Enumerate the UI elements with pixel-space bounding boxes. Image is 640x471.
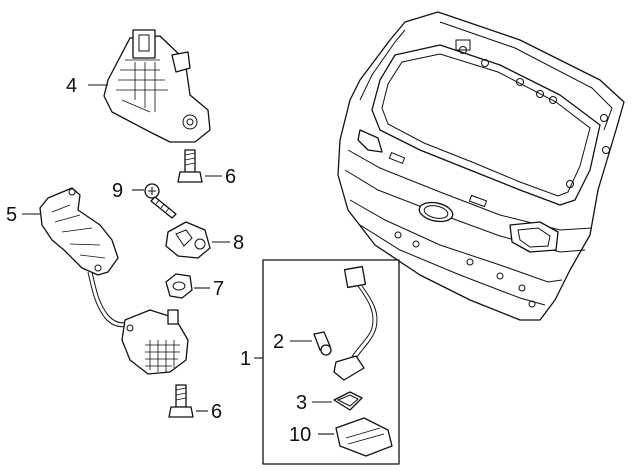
callout-3: 3 <box>296 392 307 414</box>
callout-7: 7 <box>213 278 224 300</box>
part-9-screw <box>144 183 177 219</box>
part-5-latch-assembly <box>39 187 189 375</box>
leader-lines <box>22 84 334 435</box>
part-7-nut <box>165 273 193 299</box>
callout-6-upper: 6 <box>225 166 236 188</box>
callout-6-lower: 6 <box>211 401 222 423</box>
part-6-bolt-lower <box>168 384 194 418</box>
part-8-bumper <box>165 221 211 259</box>
callout-9: 9 <box>112 180 123 202</box>
callout-5: 5 <box>6 204 17 226</box>
part-1-license-lamp-box <box>262 259 400 465</box>
callout-10: 10 <box>289 424 311 446</box>
callout-8: 8 <box>233 232 244 254</box>
liftgate-panel <box>337 11 625 321</box>
part-4-latch-module <box>103 29 211 143</box>
part-6-bolt-upper <box>177 149 203 183</box>
callout-1: 1 <box>240 348 251 370</box>
callout-4: 4 <box>66 75 77 97</box>
callout-2: 2 <box>273 331 284 353</box>
